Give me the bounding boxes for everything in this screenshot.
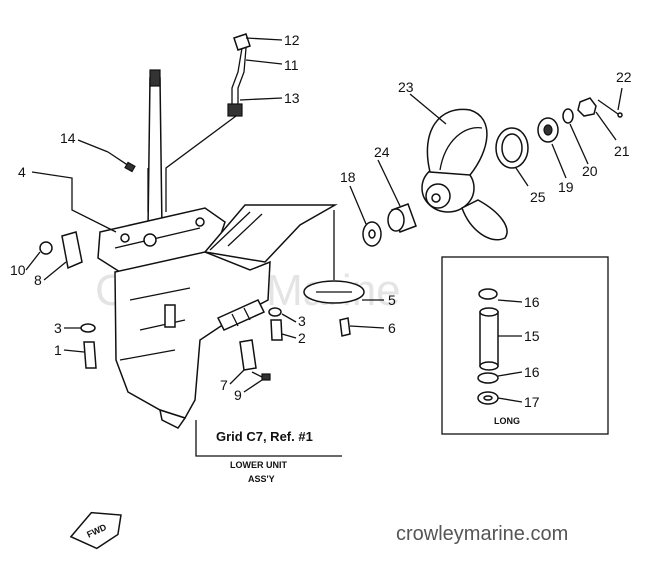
callout-18: 18 xyxy=(340,169,356,185)
long-shaft-inset: LONG xyxy=(441,256,609,435)
callout-21: 21 xyxy=(614,143,630,159)
callout-2: 2 xyxy=(298,330,306,346)
callout-12: 12 xyxy=(284,32,300,48)
reference-box: Grid C7, Ref. #1 LOWER UNIT ASS'Y xyxy=(195,420,342,484)
leader-lines xyxy=(25,37,623,403)
callout-14: 14 xyxy=(60,130,76,146)
inset-label: LONG xyxy=(494,416,520,426)
callout-6: 6 xyxy=(388,320,396,336)
callout-7: 7 xyxy=(220,377,228,393)
callout-16a: 16 xyxy=(524,294,540,310)
site-url: crowleymarine.com xyxy=(396,523,568,545)
callout-16b: 16 xyxy=(524,364,540,380)
callout-11: 11 xyxy=(284,57,299,73)
reference-line-2: LOWER UNIT xyxy=(230,460,287,470)
reference-line-1: Grid C7, Ref. #1 xyxy=(216,429,313,444)
callout-4: 4 xyxy=(18,164,26,180)
callout-22: 22 xyxy=(616,69,632,85)
fwd-arrow: FWD xyxy=(69,511,122,550)
lower-unit-housing xyxy=(39,33,338,429)
callout-24: 24 xyxy=(374,144,390,160)
propeller-assembly xyxy=(303,97,623,337)
callout-numbers: 12 11 13 14 4 10 8 3 1 3 2 7 9 18 24 23 … xyxy=(10,32,632,410)
callout-17: 17 xyxy=(524,394,540,410)
callout-15: 15 xyxy=(524,328,540,344)
callout-19: 19 xyxy=(558,179,574,195)
callout-10: 10 xyxy=(10,262,26,278)
callout-20: 20 xyxy=(582,163,598,179)
callout-1: 1 xyxy=(54,342,62,358)
callout-25: 25 xyxy=(530,189,546,205)
callout-3b: 3 xyxy=(298,313,306,329)
callout-9: 9 xyxy=(234,387,242,403)
reference-line-3: ASS'Y xyxy=(248,474,275,484)
callout-3a: 3 xyxy=(54,320,62,336)
callout-8: 8 xyxy=(34,272,42,288)
callout-5: 5 xyxy=(388,292,396,308)
callout-23: 23 xyxy=(398,79,414,95)
callout-13: 13 xyxy=(284,90,300,106)
